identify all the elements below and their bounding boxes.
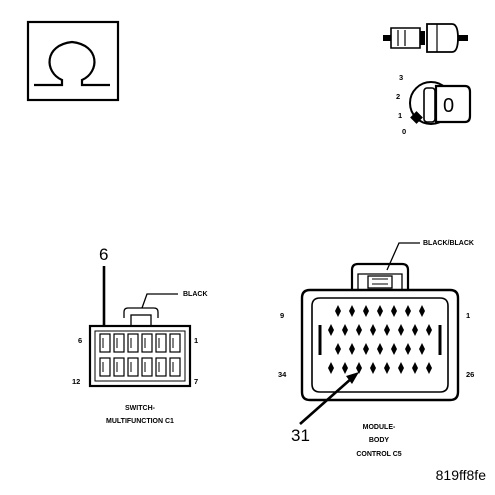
figure-id: 819ff8fe (436, 467, 487, 483)
callout-arrow-31 (299, 377, 353, 425)
pin-label-7: 7 (194, 377, 198, 386)
ohmmeter-symbol (26, 20, 120, 102)
wire-leader-right (386, 242, 420, 271)
key-position-3: 3 (399, 73, 403, 82)
pin-label-12: 12 (72, 377, 80, 386)
wire-color-left: BLACK (183, 291, 208, 298)
callout-pin-6: 6 (99, 245, 108, 264)
connector-name-right-line1: MODULE- (363, 424, 396, 431)
key-label: 0 (443, 95, 454, 117)
connector-name-left-line1: SWITCH- (125, 405, 156, 412)
pin-label-1-right: 1 (466, 311, 470, 320)
pin-label-9: 9 (280, 311, 284, 320)
omega-icon (34, 40, 110, 87)
cavity-grid-left (99, 333, 181, 377)
pin-label-34: 34 (278, 370, 287, 379)
key-position-0: 0 (402, 127, 406, 136)
pin-label-1: 1 (194, 336, 198, 345)
ohm-symbol-frame (26, 20, 120, 102)
wire-leader-left (141, 293, 178, 309)
connector-switch-multifunction-c1: 6 BLACK 6 1 (72, 245, 208, 425)
callout-pin-31: 31 (291, 426, 310, 445)
pin-label-6: 6 (78, 336, 82, 345)
switch-icon (383, 23, 468, 53)
connector-name-right-line3: CONTROL C5 (356, 451, 401, 458)
connector-name-right-line2: BODY (369, 437, 390, 444)
key-icon (409, 81, 472, 125)
key-position-2: 2 (396, 92, 400, 101)
connector-module-body-control-c5: BLACK/BLACK 31 9 1 34 26 MODU (278, 240, 474, 458)
cavity-grid-right (328, 305, 432, 374)
connector-name-left-line2: MULTIFUNCTION C1 (106, 418, 174, 425)
wire-color-right: BLACK/BLACK (423, 240, 474, 247)
pin-label-26: 26 (466, 370, 474, 379)
ignition-switch-graphic: 3 2 1 0 0 (383, 23, 472, 136)
key-position-1: 1 (398, 111, 402, 120)
